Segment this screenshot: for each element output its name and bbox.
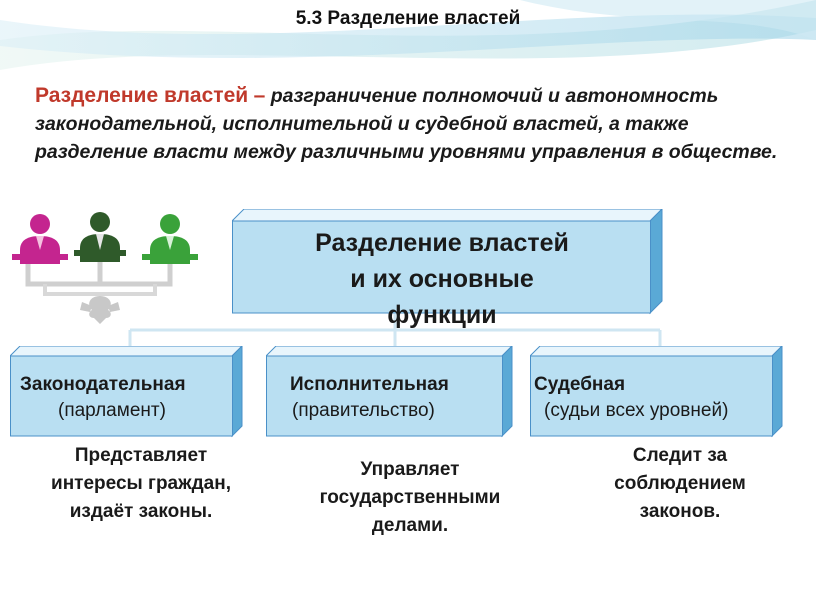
judicial-description-line-3: законов. bbox=[639, 501, 721, 522]
definition-text: разграничение полномочий и автономность … bbox=[35, 85, 778, 163]
definition-paragraph: Разделение властей – разграничение полно… bbox=[35, 82, 795, 166]
slide-title: 5.3 Разделение властей bbox=[295, 8, 521, 29]
eagle-emblem-icon bbox=[80, 296, 120, 324]
legislative-description-line-3: издаёт законы. bbox=[69, 501, 213, 522]
legislator-figure-icon bbox=[12, 214, 68, 264]
judicial-description: Следит за соблюдением законов. bbox=[570, 442, 790, 526]
executive-branch-name: Исполнительная bbox=[290, 374, 449, 395]
judicial-branch-subtitle: (судьи всех уровней) bbox=[544, 400, 729, 421]
executive-branch-box: Исполнительная (правительство) bbox=[266, 346, 514, 438]
legislative-branch-box: Законодательная (парламент) bbox=[10, 346, 244, 438]
legislative-description: Представляет интересы граждан, издаёт за… bbox=[10, 442, 272, 526]
legislative-branch-name: Законодательная bbox=[20, 374, 186, 395]
judicial-branch-box: Судебная (судьи всех уровней) bbox=[530, 346, 784, 438]
main-concept-text: Разделение властей и их основные функции bbox=[232, 225, 652, 333]
judicial-description-line-1: Следит за bbox=[632, 445, 728, 466]
main-concept-box: Разделение властей и их основные функции bbox=[232, 209, 664, 329]
definition-dash: – bbox=[253, 84, 266, 107]
executive-description-line-1: Управляет bbox=[360, 459, 460, 480]
main-concept-line-3: функции bbox=[387, 301, 497, 329]
judicial-description-line-2: соблюдением bbox=[614, 473, 746, 494]
judge-figure-icon bbox=[142, 214, 198, 264]
judicial-branch-name: Судебная bbox=[534, 374, 626, 395]
executive-description-line-2: государственными bbox=[319, 487, 501, 508]
main-concept-line-2: и их основные bbox=[350, 265, 534, 293]
main-concept-line-1: Разделение властей bbox=[315, 229, 569, 257]
executive-description-line-3: делами. bbox=[371, 515, 449, 536]
legislative-description-line-1: Представляет bbox=[74, 445, 208, 466]
three-branches-people-icon bbox=[12, 212, 198, 324]
legislative-branch-subtitle: (парламент) bbox=[58, 400, 166, 421]
executive-branch-subtitle: (правительство) bbox=[292, 400, 435, 421]
executive-figure-icon bbox=[74, 212, 126, 262]
header-band bbox=[0, 0, 816, 70]
definition-term: Разделение властей bbox=[35, 84, 249, 107]
executive-description: Управляет государственными делами. bbox=[280, 456, 540, 540]
legislative-description-line-2: интересы граждан, bbox=[51, 473, 231, 494]
